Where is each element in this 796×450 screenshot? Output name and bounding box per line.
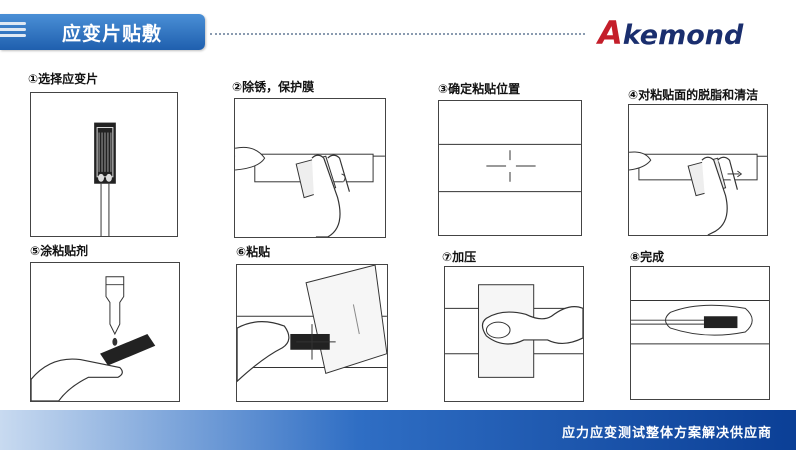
step-6-illustration [236, 264, 388, 402]
strain-gauge-icon [94, 122, 116, 236]
step-5-illustration [30, 262, 180, 402]
step-8-illustration [630, 266, 770, 400]
hand-pressing-icon [445, 284, 583, 378]
completed-installation-icon [631, 300, 769, 345]
step-1-label: ①选择应变片 [28, 72, 99, 86]
step-7-label: ⑦加压 [442, 250, 477, 264]
step-1-illustration [30, 92, 178, 237]
footer-bar: 应力应变测试整体方案解决供应商 [0, 410, 796, 450]
step-6-label: ⑥粘贴 [236, 245, 271, 259]
step-3-label: ③确定粘贴位置 [438, 82, 521, 96]
hand-sanding-icon [235, 146, 385, 237]
brand-logo: Akemond [598, 14, 783, 54]
step-7-illustration [444, 266, 584, 402]
step-4-label: ④对粘贴面的脱脂和清洁 [628, 88, 759, 102]
step-8-label: ⑧完成 [630, 250, 665, 264]
logo-letter-a: A [598, 14, 623, 52]
footer-tagline: 应力应变测试整体方案解决供应商 [561, 426, 772, 441]
glue-bottle-icon [31, 276, 156, 401]
header-stripes [0, 22, 26, 40]
page-title: 应变片贴敷 [62, 23, 163, 45]
logo-wordmark: kemond [622, 20, 744, 51]
position-mark-icon [439, 143, 581, 193]
step-5-label: ⑤涂粘贴剂 [30, 244, 89, 258]
step-3-illustration [438, 100, 582, 236]
header-divider [210, 33, 585, 35]
section-header-tab: 应变片贴敷 [0, 14, 205, 50]
step-2-label: ②除锈，保护膜 [232, 80, 315, 94]
hand-cleaning-icon [629, 151, 767, 235]
hand-placing-gauge-icon [237, 265, 387, 383]
step-4-illustration [628, 104, 768, 236]
step-2-illustration [234, 98, 386, 238]
